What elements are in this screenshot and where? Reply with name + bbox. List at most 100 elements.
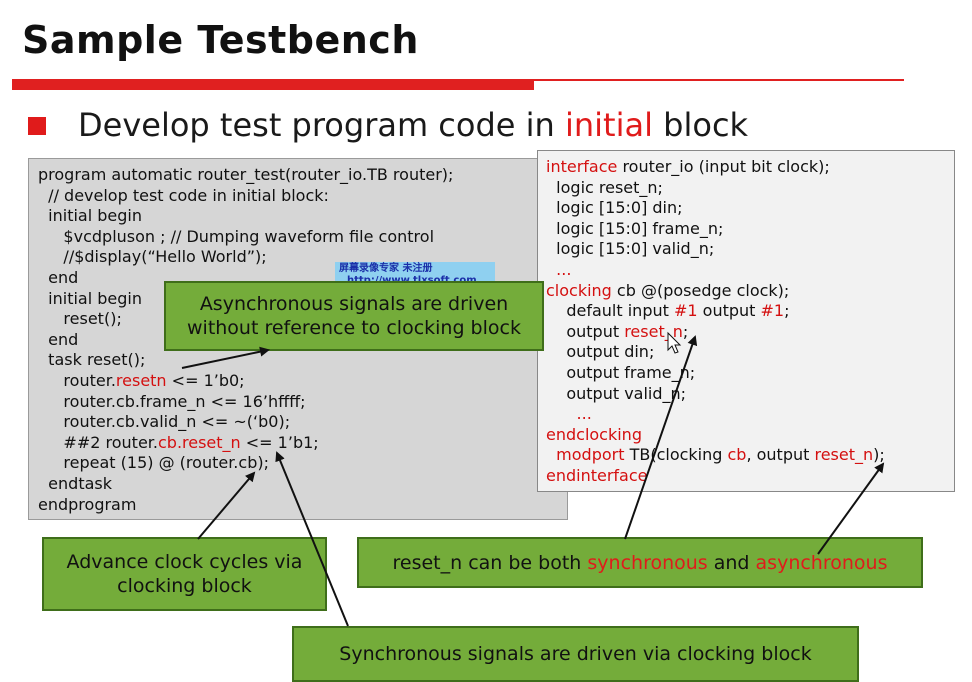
- code-token: ##2 router.: [38, 432, 158, 452]
- heading-text-post: block: [652, 106, 749, 144]
- code-line: logic [15:0] valid_n;: [546, 239, 714, 259]
- code-line: initial begin: [38, 206, 142, 226]
- watermark-line-2: http://www.tlxsoft.com: [335, 275, 495, 287]
- code-line: default input #1 output #1;: [546, 301, 790, 321]
- code-token: router.cb.frame_n <= 16’hffff;: [38, 391, 306, 411]
- code-line: output frame_n;: [546, 363, 695, 383]
- code-token: reset_n: [814, 445, 874, 465]
- code-token: output: [697, 301, 761, 321]
- code-line: // develop test code in initial block:: [38, 186, 329, 206]
- code-token: initial begin: [38, 288, 142, 308]
- code-token: //$display(“Hello World”);: [38, 247, 267, 267]
- code-line: logic [15:0] frame_n;: [546, 219, 723, 239]
- async-signals-callout: Asynchronous signals are driven without …: [164, 281, 544, 351]
- code-token: repeat (15) @ (router.cb);: [38, 453, 269, 473]
- code-token: endclocking: [546, 424, 642, 444]
- arrow-reset-to-output: [624, 335, 698, 540]
- mouse-cursor-icon: [667, 331, 682, 354]
- code-token: logic reset_n;: [546, 177, 663, 197]
- code-token: clocking: [546, 280, 612, 300]
- code-token: endtask: [38, 474, 112, 493]
- code-token: $vcdpluson ; // Dumping waveform file co…: [38, 226, 435, 246]
- title-rule-thin: [534, 79, 904, 81]
- code-token: #1: [673, 301, 698, 321]
- arrow-async-to-resetn: [181, 346, 270, 369]
- reset-callout-mid: and: [707, 551, 756, 574]
- code-line: program automatic router_test(router_io.…: [38, 165, 453, 185]
- code-line: ...: [546, 404, 592, 424]
- code-token: reset();: [38, 309, 122, 329]
- code-token: output din;: [546, 342, 655, 362]
- code-token: ...: [546, 260, 572, 279]
- code-line: endtask: [38, 474, 112, 494]
- code-token: output frame_n;: [546, 363, 696, 382]
- code-token: cb.reset_n: [157, 432, 241, 452]
- code-token: end: [38, 329, 79, 349]
- code-token: , output: [746, 445, 815, 465]
- code-token: cb: [727, 445, 747, 465]
- code-line: //$display(“Hello World”);: [38, 247, 267, 267]
- code-line: endprogram: [38, 495, 136, 515]
- code-token: router.: [38, 371, 116, 390]
- sync-signals-callout: Synchronous signals are driven via clock…: [292, 626, 859, 682]
- code-line: output din;: [546, 342, 654, 362]
- reset-callout-sync: synchronous: [587, 551, 708, 574]
- code-line: logic [15:0] din;: [546, 198, 682, 218]
- code-line: ...: [546, 260, 571, 280]
- code-token: router_io (input bit clock);: [617, 157, 830, 176]
- code-line: router.resetn <= 1’b0;: [38, 371, 245, 391]
- advance-clock-callout: Advance clock cycles via clocking block: [42, 537, 327, 611]
- code-line: ##2 router.cb.reset_n <= 1’b1;: [38, 432, 319, 453]
- sync-callout-text: Synchronous signals are driven via clock…: [339, 643, 812, 665]
- code-token: logic [15:0] valid_n;: [546, 239, 715, 259]
- code-token: end: [38, 268, 79, 287]
- code-token: endinterface: [546, 466, 648, 485]
- code-line: router.cb.valid_n <= ~(‘b0);: [38, 412, 290, 432]
- code-line: task reset();: [38, 350, 145, 370]
- code-line: initial begin: [38, 289, 142, 309]
- code-line: clocking cb @(posedge clock);: [546, 281, 789, 301]
- code-token: logic [15:0] frame_n;: [546, 218, 724, 238]
- code-token: endprogram: [38, 494, 137, 514]
- code-token: initial begin: [38, 206, 142, 226]
- code-token: resetn: [115, 371, 167, 390]
- code-token: ;: [682, 321, 689, 341]
- code-token: );: [873, 445, 885, 465]
- code-token: interface: [546, 157, 618, 176]
- watermark-line-1: 屏幕录像专家 未注册: [339, 263, 433, 274]
- code-token: <= 1’b1;: [240, 432, 319, 452]
- code-line: router.cb.frame_n <= 16’hffff;: [38, 391, 306, 412]
- code-token: <= 1’b0;: [166, 371, 245, 390]
- async-callout-line-2: without reference to clocking block: [187, 317, 521, 339]
- code-token: default input: [546, 301, 674, 321]
- bullet-square-icon: [28, 117, 46, 135]
- code-line: endclocking: [546, 425, 642, 445]
- code-token: router.cb.valid_n <= ~(‘b0);: [38, 412, 291, 432]
- heading-text-pre: Develop test program code in: [78, 106, 565, 144]
- code-line: endinterface: [546, 466, 648, 486]
- code-token: task reset();: [38, 350, 146, 370]
- slide-heading: Develop test program code in initial blo…: [78, 106, 748, 144]
- async-callout-line-1: Asynchronous signals are driven: [199, 293, 509, 315]
- advance-callout-line-2: clocking block: [117, 575, 252, 597]
- title-underline: [12, 79, 534, 90]
- code-line: interface router_io (input bit clock);: [546, 157, 830, 177]
- code-token: ;: [784, 301, 790, 321]
- arrow-reset-to-modport: [817, 462, 885, 555]
- slide-title: Sample Testbench: [22, 18, 419, 62]
- arrow-advance-to-repeat: [197, 471, 256, 540]
- reset-n-callout: reset_n can be both synchronous and asyn…: [357, 537, 923, 588]
- code-token: output valid_n;: [546, 383, 687, 403]
- code-token: output: [546, 321, 625, 341]
- code-line: end: [38, 268, 78, 288]
- heading-highlight: initial: [564, 106, 653, 144]
- reset-callout-async: asynchronous: [755, 551, 888, 574]
- code-token: ...: [546, 404, 592, 424]
- code-line: $vcdpluson ; // Dumping waveform file co…: [38, 227, 434, 247]
- code-token: modport: [556, 445, 625, 465]
- reset-callout-pre: reset_n can be both: [392, 551, 588, 574]
- code-line: repeat (15) @ (router.cb);: [38, 453, 269, 473]
- code-line: output valid_n;: [546, 384, 686, 404]
- code-token: #1: [760, 301, 785, 321]
